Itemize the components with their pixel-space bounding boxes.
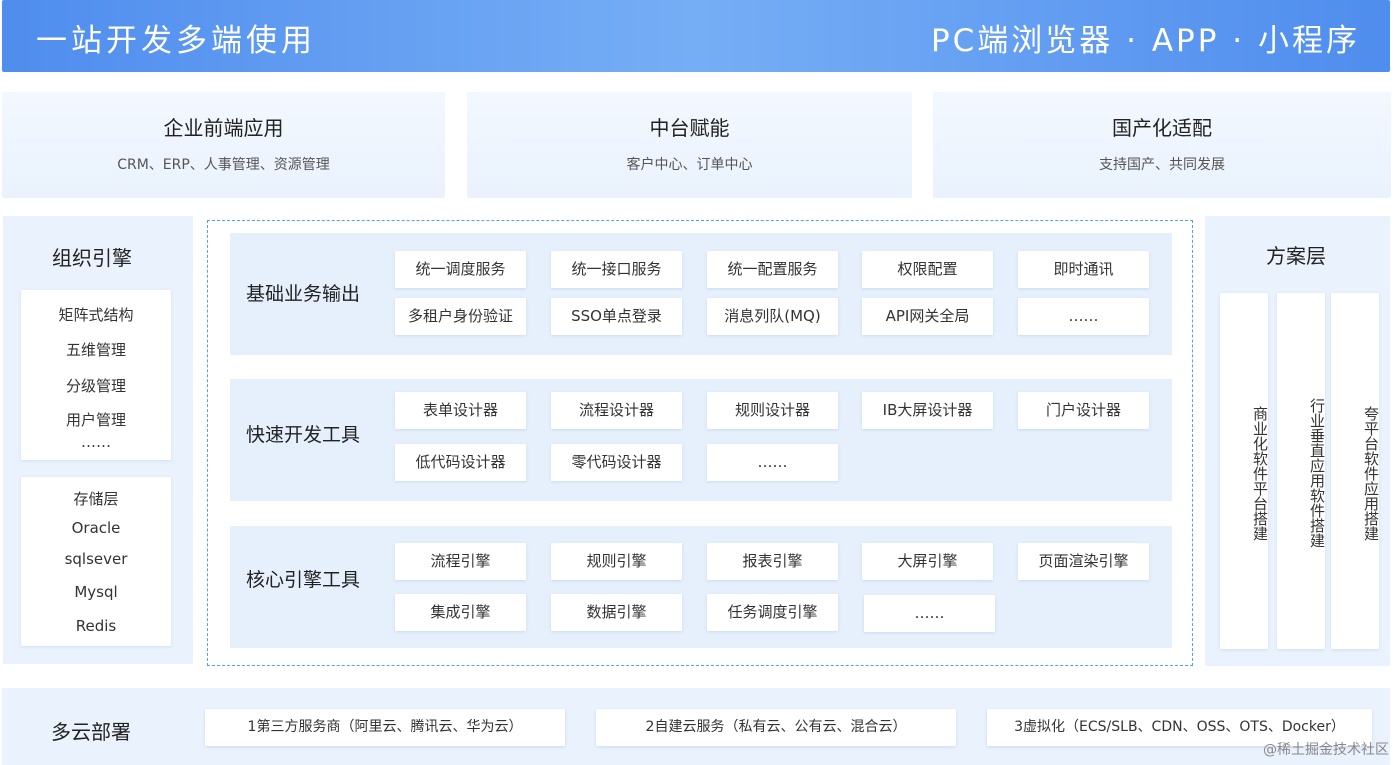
header-right-title: PC端浏览器 · APP · 小程序 xyxy=(930,23,1360,59)
chip-data-engine: 数据引擎 xyxy=(551,594,682,631)
cloud-third-party: 1第三方服务商（阿里云、腾讯云、华为云） xyxy=(205,709,565,746)
card-title: 企业前端应用 xyxy=(163,116,284,140)
chip-form-designer: 表单设计器 xyxy=(395,392,526,429)
list-item: 矩阵式结构 xyxy=(58,306,134,324)
chip-more: …… xyxy=(707,444,838,481)
org-structure-box: 矩阵式结构 五维管理 分级管理 用户管理 …… xyxy=(21,290,171,460)
chip-unified-scheduling: 统一调度服务 xyxy=(395,251,526,288)
list-item: 分级管理 xyxy=(65,377,126,395)
chip-task-scheduling-engine: 任务调度引擎 xyxy=(707,594,838,631)
chip-unified-interface: 统一接口服务 xyxy=(551,251,682,288)
chip-flow-engine: 流程引擎 xyxy=(395,543,526,580)
card-localization: 国产化适配 支持国产、共同发展 xyxy=(933,92,1391,198)
list-item: 五维管理 xyxy=(65,341,126,359)
watermark: @稀土掘金技术社区 xyxy=(1263,742,1389,758)
chip-unified-config: 统一配置服务 xyxy=(707,251,838,288)
chip-screen-designer: IB大屏设计器 xyxy=(862,392,993,429)
row-label-basic-business: 基础业务输出 xyxy=(246,283,361,305)
chip-sso-login: SSO单点登录 xyxy=(551,298,682,335)
list-item: Oracle xyxy=(71,519,121,537)
list-item: 用户管理 xyxy=(65,411,126,429)
org-engine-title: 组织引擎 xyxy=(52,246,132,270)
card-subtitle: CRM、ERP、人事管理、资源管理 xyxy=(117,157,330,173)
list-item: Mysql xyxy=(74,583,118,601)
list-item: …… xyxy=(81,433,111,451)
multi-cloud-title: 多云部署 xyxy=(51,720,131,744)
row-rapid-dev-tools xyxy=(230,379,1172,501)
chip-rule-designer: 规则设计器 xyxy=(707,392,838,429)
chip-instant-messaging: 即时通讯 xyxy=(1018,251,1149,288)
chip-multi-tenant-auth: 多租户身份验证 xyxy=(395,298,526,335)
card-subtitle: 客户中心、订单中心 xyxy=(626,157,753,173)
chip-message-queue: 消息列队(MQ) xyxy=(707,298,838,335)
chip-screen-engine: 大屏引擎 xyxy=(862,543,993,580)
header-left-title: 一站开发多端使用 xyxy=(36,23,316,59)
chip-integration-engine: 集成引擎 xyxy=(395,594,526,631)
chip-zero-code-designer: 零代码设计器 xyxy=(551,444,682,481)
chip-page-render-engine: 页面渲染引擎 xyxy=(1018,543,1149,580)
solution-column-industry: 行业垂直应用软件搭建 xyxy=(1277,293,1326,649)
card-title: 中台赋能 xyxy=(649,116,730,140)
chip-flow-designer: 流程设计器 xyxy=(551,392,682,429)
row-core-engines xyxy=(230,526,1172,648)
chip-api-gateway: API网关全局 xyxy=(862,298,993,335)
core-platform-container xyxy=(207,220,1193,666)
list-item: Redis xyxy=(75,617,117,635)
solution-column-label: 商业化软件平台搭建 xyxy=(1251,405,1269,541)
row-label-core-engines: 核心引擎工具 xyxy=(246,569,361,591)
card-subtitle: 支持国产、共同发展 xyxy=(1099,157,1225,173)
cloud-self-built: 2自建云服务（私有云、公有云、混合云） xyxy=(596,709,956,746)
chip-portal-designer: 门户设计器 xyxy=(1018,392,1149,429)
header-banner: 一站开发多端使用 PC端浏览器 · APP · 小程序 xyxy=(2,0,1390,72)
chip-more: …… xyxy=(1018,298,1149,335)
card-middle-platform: 中台赋能 客户中心、订单中心 xyxy=(467,92,912,198)
card-title: 国产化适配 xyxy=(1112,116,1212,140)
chip-more: …… xyxy=(864,595,995,632)
solution-column-commercial: 商业化软件平台搭建 xyxy=(1220,293,1269,649)
row-basic-business xyxy=(230,233,1172,355)
list-item: sqlsever xyxy=(64,550,128,568)
card-enterprise-frontend: 企业前端应用 CRM、ERP、人事管理、资源管理 xyxy=(2,92,445,198)
list-item: 存储层 xyxy=(73,490,119,508)
storage-layer-box: 存储层 Oracle sqlsever Mysql Redis xyxy=(21,477,171,646)
chip-low-code-designer: 低代码设计器 xyxy=(395,444,526,481)
chip-permission-config: 权限配置 xyxy=(862,251,993,288)
cloud-virtualization: 3虚拟化（ECS/SLB、CDN、OSS、OTS、Docker） xyxy=(987,709,1372,746)
row-label-rapid-dev-tools: 快速开发工具 xyxy=(246,424,361,446)
solution-column-label: 行业垂直应用软件搭建 xyxy=(1308,398,1326,548)
chip-rule-engine: 规则引擎 xyxy=(551,543,682,580)
solution-layer-title: 方案层 xyxy=(1266,244,1326,268)
solution-column-label: 夸平台软件应用搭建 xyxy=(1362,405,1380,541)
chip-report-engine: 报表引擎 xyxy=(707,543,838,580)
solution-column-cross-platform: 夸平台软件应用搭建 xyxy=(1331,293,1380,649)
